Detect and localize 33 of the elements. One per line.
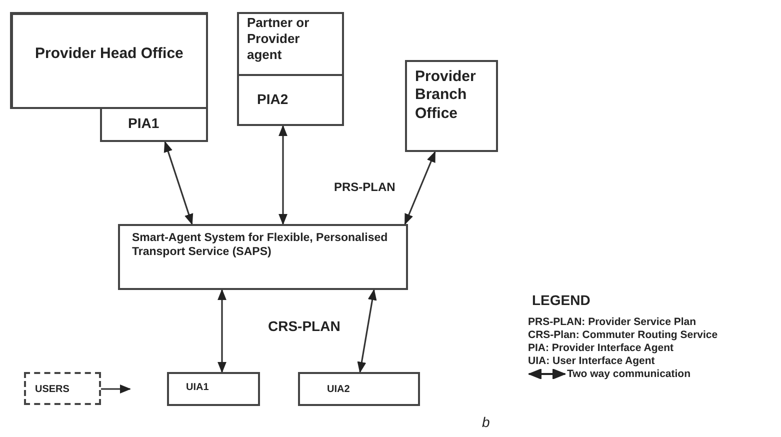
process-box (298, 372, 420, 406)
node-label: Partner or Provider agent (247, 15, 310, 63)
node-label: PIA2 (257, 91, 290, 108)
process-box (100, 107, 208, 142)
edge-label: CRS-PLAN (268, 318, 340, 334)
arrow (357, 288, 377, 374)
process-box (405, 60, 498, 152)
arrow (164, 140, 194, 226)
edge-label: PRS-PLAN (334, 180, 396, 194)
process-box (118, 224, 408, 290)
arrow (218, 288, 226, 374)
node-label: UIA1 (186, 382, 210, 394)
process-box (237, 74, 344, 126)
process-box (167, 372, 260, 406)
legend-text: Two way communication (567, 368, 690, 380)
node-label: UIA2 (327, 384, 351, 396)
node-label: Smart-Agent System for Flexible, Personalised Transport Service (SAPS) (132, 231, 389, 260)
node-label: Provider Branch Office (415, 68, 477, 123)
node-label: USERS (35, 384, 70, 396)
arrow (404, 150, 436, 226)
dashed-box (24, 372, 101, 405)
legend-title: LEGEND (532, 292, 592, 308)
legend-text: PIA: Provider Interface Agent (528, 342, 674, 354)
node-label: Provider Head Office (35, 45, 184, 64)
node-label: PIA1 (128, 115, 160, 132)
legend-text: CRS-Plan: Commuter Routing Service (528, 329, 718, 341)
arrow (278, 124, 288, 226)
panel-letter: b (482, 414, 490, 430)
arrow (101, 384, 132, 394)
legend-text: PRS-PLAN: Provider Service Plan (528, 316, 696, 328)
legend-text: UIA: User Interface Agent (528, 355, 655, 367)
process-box (10, 12, 208, 109)
process-box (237, 12, 344, 76)
